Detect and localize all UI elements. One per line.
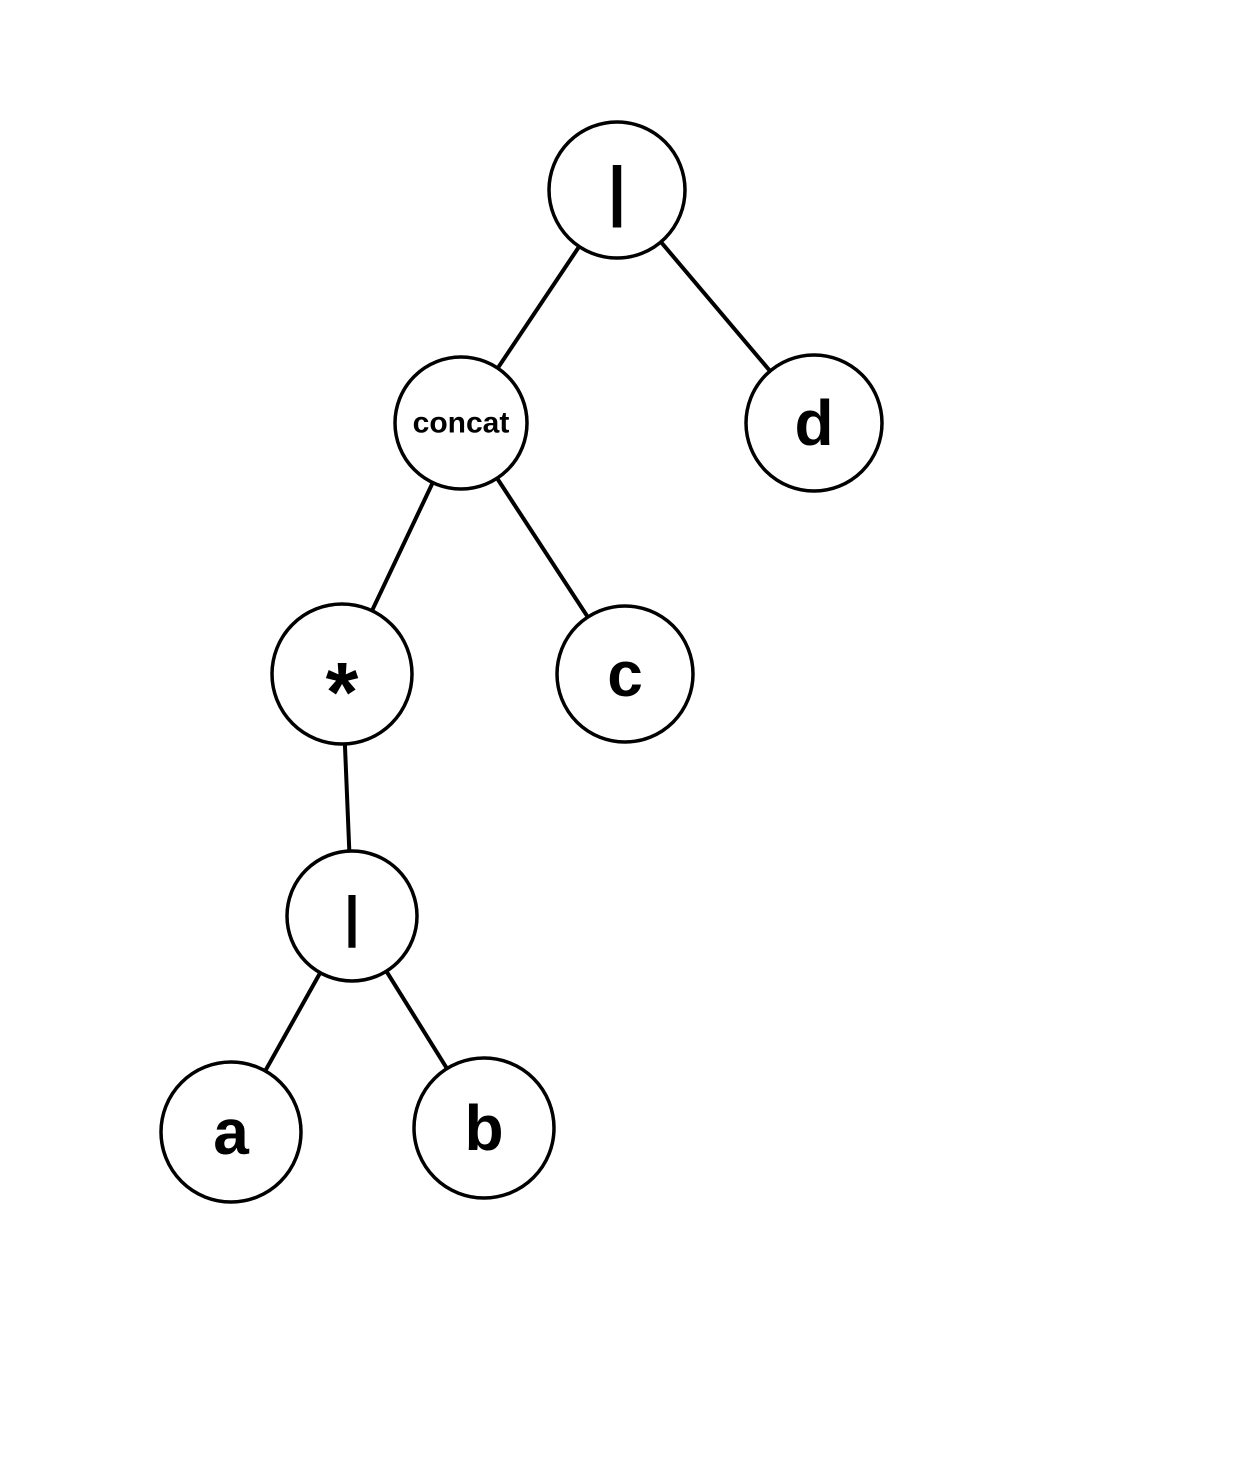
node-d: d (744, 353, 884, 493)
node-b: b (412, 1056, 556, 1200)
node-concat: concat (393, 355, 529, 491)
node-circle-root-alternation (547, 120, 687, 260)
node-inner-alternation: | (285, 849, 419, 983)
node-circle-d (744, 353, 884, 493)
node-circle-b (412, 1056, 556, 1200)
node-label-concat: concat (413, 407, 510, 440)
nodes-layer: | concat d * c | a b (159, 120, 884, 1204)
node-label-c: c (607, 638, 643, 710)
node-label-root-alternation: | (608, 153, 626, 229)
node-label-a: a (213, 1096, 249, 1168)
node-label-d: d (794, 387, 833, 459)
node-circle-star (270, 602, 414, 746)
node-root-alternation: | (547, 120, 687, 260)
node-circle-c (555, 604, 695, 744)
node-circle-concat (393, 355, 529, 491)
node-a: a (159, 1060, 303, 1204)
node-label-inner-alternation: | (344, 885, 360, 949)
node-c: c (555, 604, 695, 744)
node-circle-inner-alternation (285, 849, 419, 983)
node-label-b: b (464, 1092, 503, 1164)
node-circle-a (159, 1060, 303, 1204)
node-label-star: * (326, 645, 359, 739)
node-star: * (270, 602, 414, 746)
